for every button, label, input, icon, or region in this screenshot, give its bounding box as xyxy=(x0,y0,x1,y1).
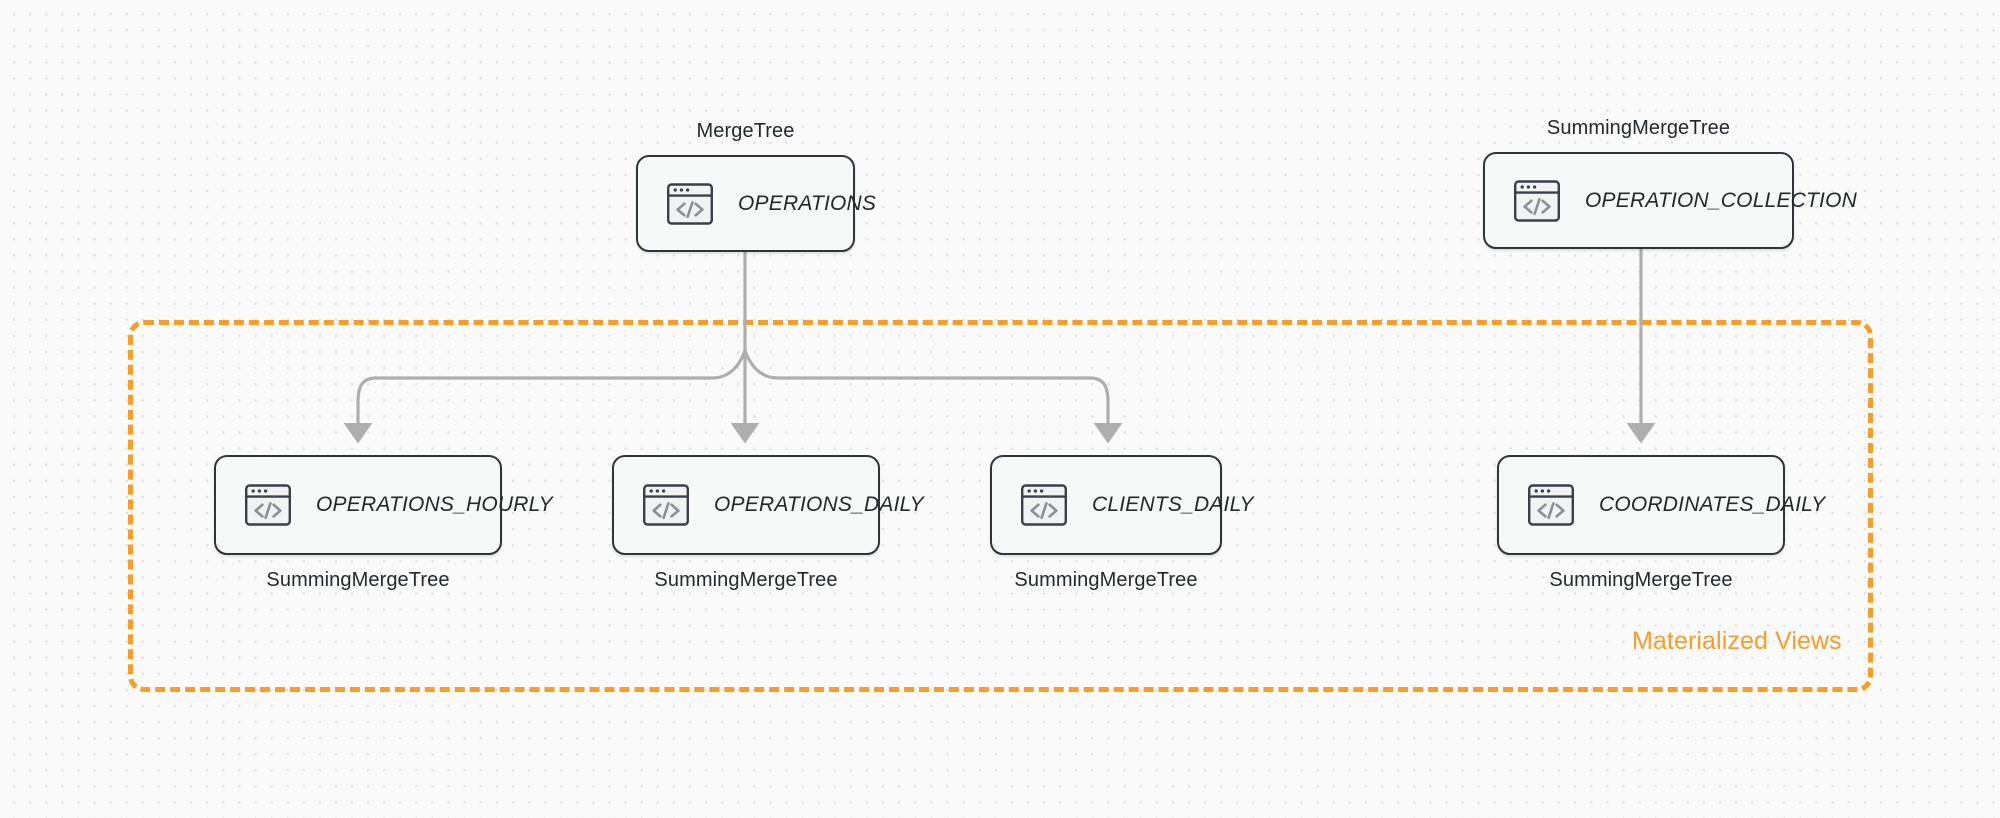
code-window-icon xyxy=(1018,479,1070,531)
engine-caption-operation_collection: SummingMergeTree xyxy=(1546,117,1731,139)
code-window-icon xyxy=(1020,484,1067,526)
code-window-icon xyxy=(1525,479,1577,531)
materialized-views-label: Materialized Views xyxy=(1632,627,1842,655)
node-coordinates_daily[interactable]: COORDINATES_DAILY xyxy=(1497,455,1825,555)
materialized-views-group xyxy=(128,320,1873,692)
code-window-icon xyxy=(664,178,716,230)
node-clients_daily[interactable]: CLIENTS_DAILY xyxy=(990,455,1254,555)
code-window-icon xyxy=(1511,175,1563,227)
node-label-clients_daily: CLIENTS_DAILY xyxy=(1092,493,1254,516)
code-window-icon xyxy=(244,484,291,526)
node-operations[interactable]: OPERATIONS xyxy=(636,155,876,252)
code-window-icon xyxy=(1513,179,1560,222)
engine-caption-operations_hourly: SummingMergeTree xyxy=(266,569,450,591)
node-label-operations: OPERATIONS xyxy=(738,191,877,215)
engine-caption-coordinates_daily: SummingMergeTree xyxy=(1549,569,1733,591)
code-window-icon xyxy=(666,182,713,225)
engine-caption-clients_daily: SummingMergeTree xyxy=(1014,569,1198,591)
code-window-icon xyxy=(242,479,294,531)
code-window-icon xyxy=(642,484,689,526)
node-label-operations_hourly: OPERATIONS_HOURLY xyxy=(316,493,553,516)
node-operations_daily[interactable]: OPERATIONS_DAILY xyxy=(612,455,924,555)
node-operations_hourly[interactable]: OPERATIONS_HOURLY xyxy=(214,455,553,555)
node-label-operations_daily: OPERATIONS_DAILY xyxy=(714,493,924,516)
node-label-operation_collection: OPERATION_COLLECTION xyxy=(1585,188,1857,212)
code-window-icon xyxy=(640,479,692,531)
code-window-icon xyxy=(1527,484,1574,526)
engine-caption-operations_daily: SummingMergeTree xyxy=(654,569,838,591)
engine-caption-operations: MergeTree xyxy=(696,120,795,142)
node-operation_collection[interactable]: OPERATION_COLLECTION xyxy=(1483,152,1857,249)
node-label-coordinates_daily: COORDINATES_DAILY xyxy=(1599,493,1826,516)
